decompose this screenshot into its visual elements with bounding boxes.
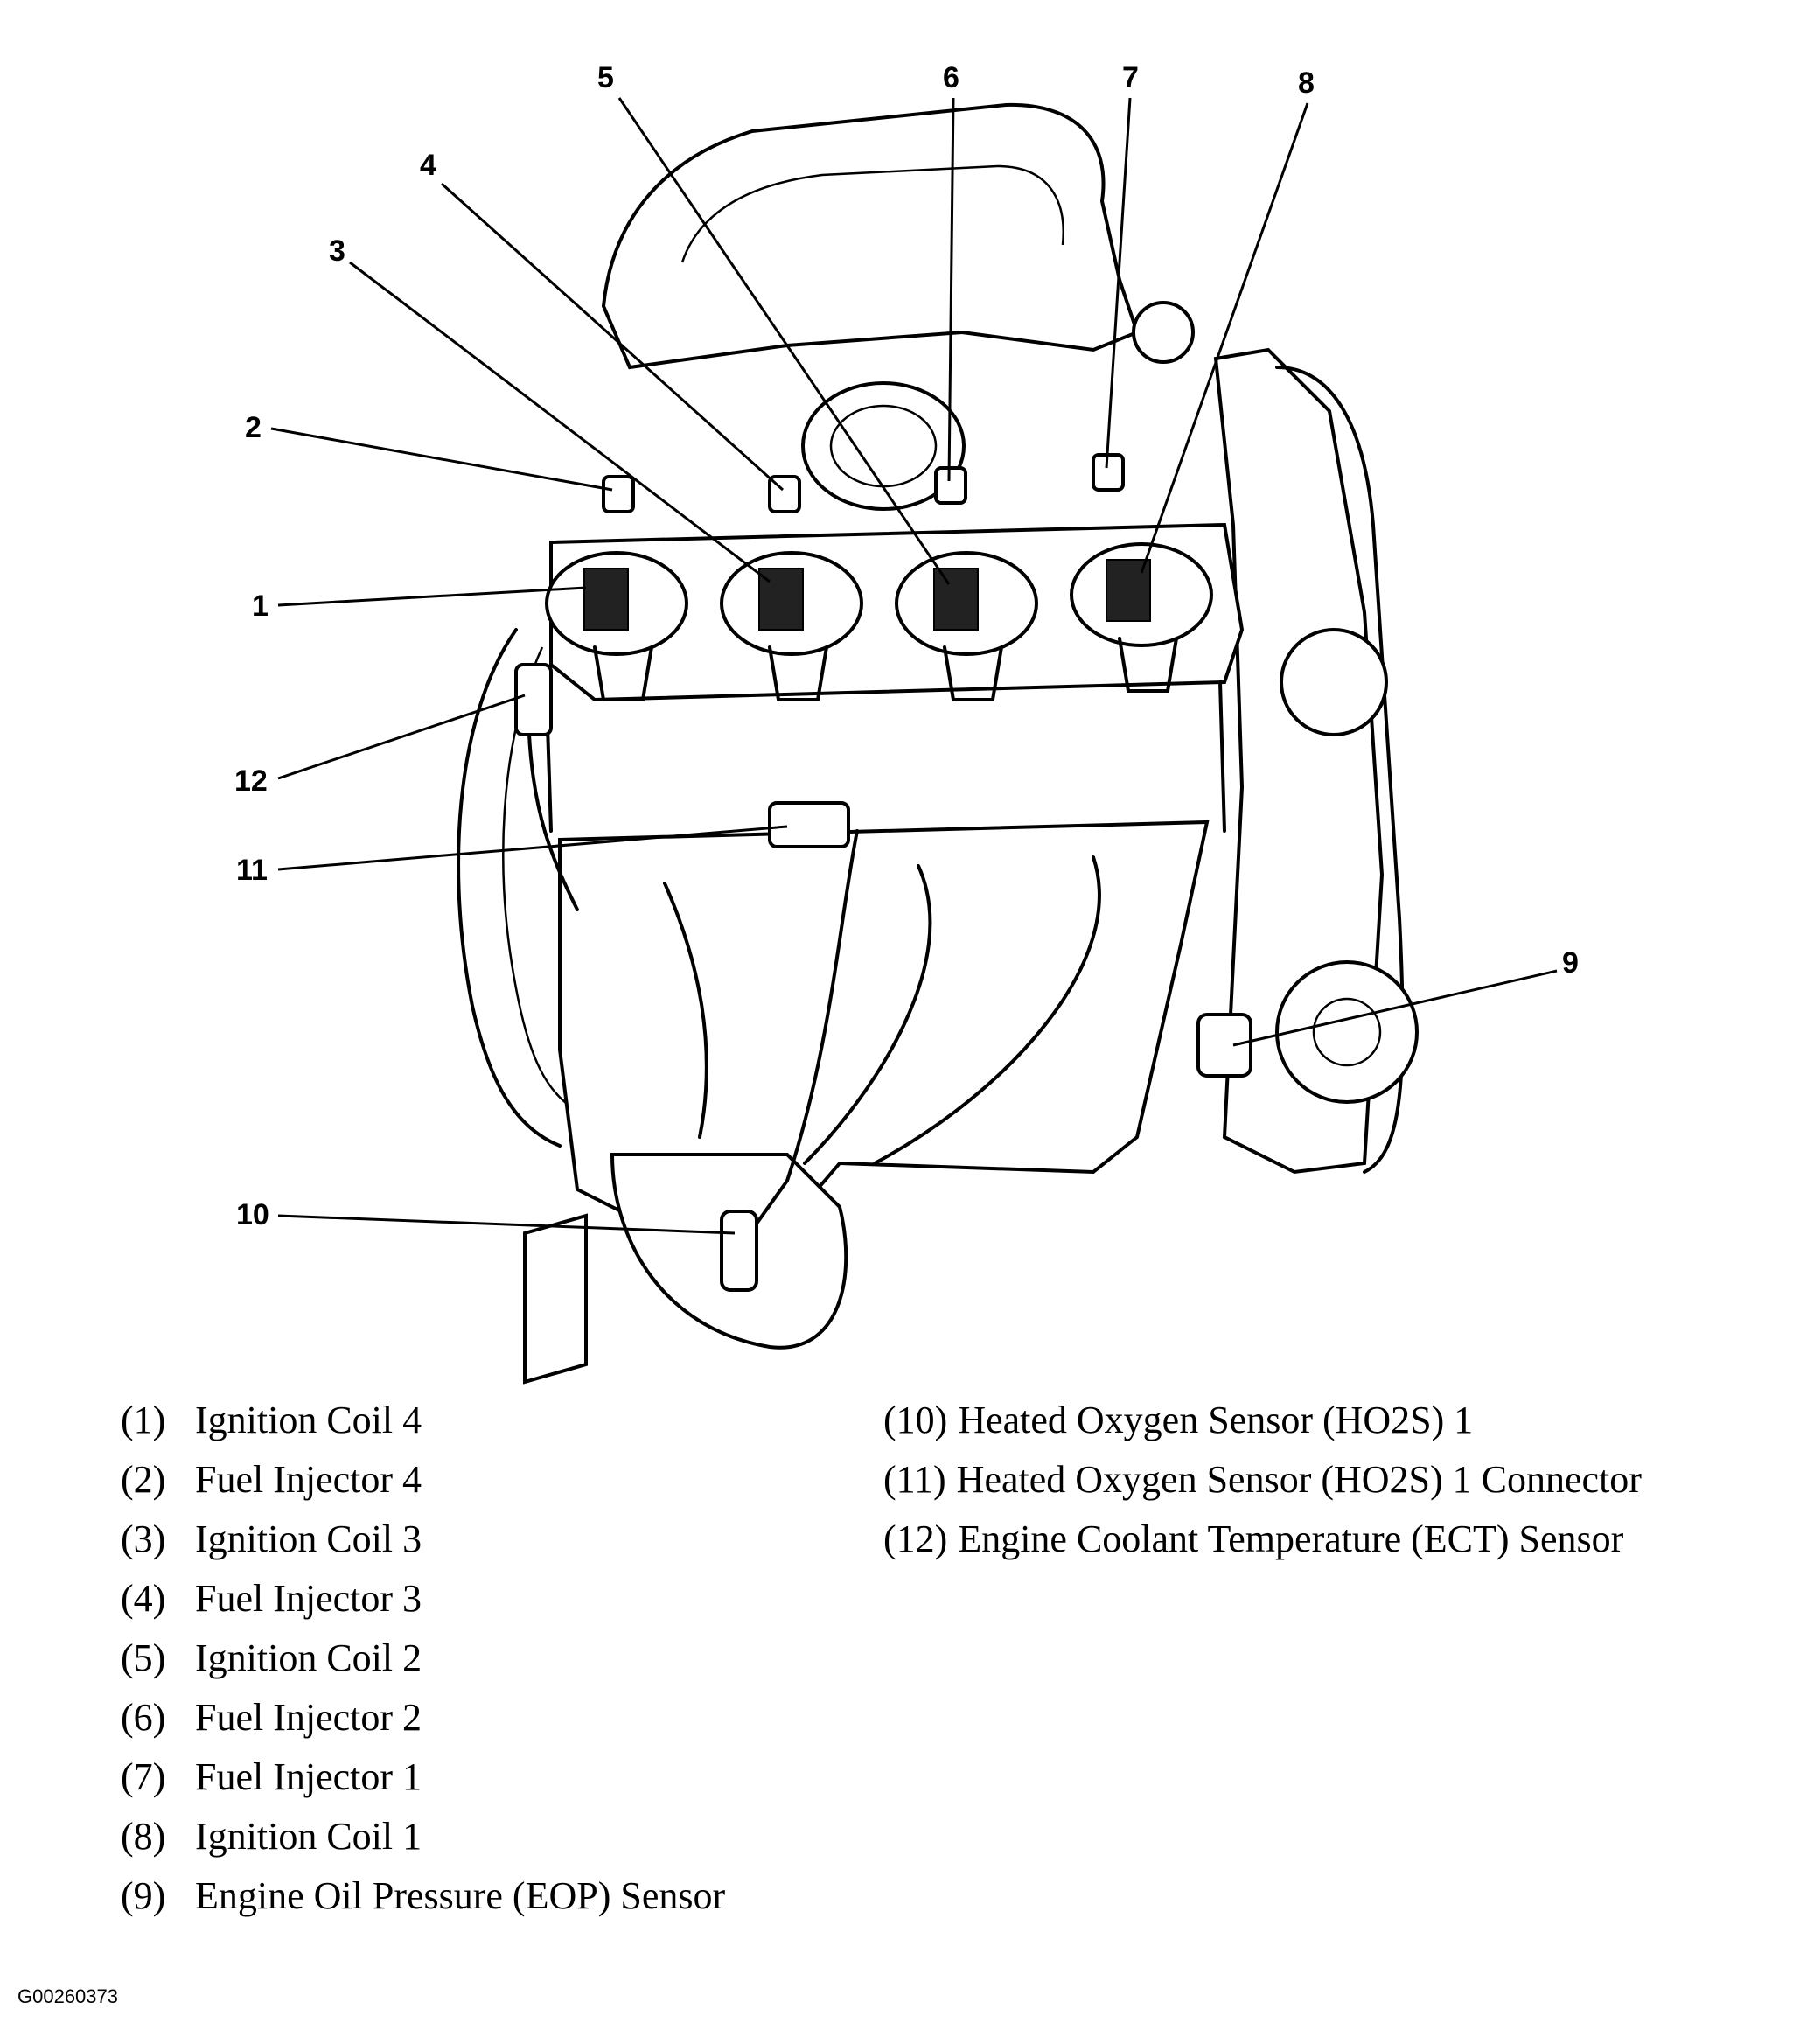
legend-number: (10) xyxy=(883,1399,948,1441)
callout-2: 2 xyxy=(245,411,262,444)
legend-item-11: (11)Heated Oxygen Sensor (HO2S) 1 Connec… xyxy=(883,1450,1642,1510)
legend-number: (6) xyxy=(121,1696,166,1739)
leader-line-9 xyxy=(1232,969,1558,1047)
legend-label: Fuel Injector 2 xyxy=(195,1696,422,1739)
cylinder-block xyxy=(545,680,1226,833)
legend-item-2: (2) Fuel Injector 4 xyxy=(121,1450,725,1510)
legend-number: (8) xyxy=(121,1815,166,1858)
ignition-coil-2 xyxy=(895,551,1038,701)
leader-line-1 xyxy=(277,586,587,607)
legend-item-4: (4) Fuel Injector 3 xyxy=(121,1569,725,1629)
ho2s-connector-body xyxy=(768,801,850,848)
legend-label: Heated Oxygen Sensor (HO2S) 1 xyxy=(958,1399,1474,1441)
legend-item-1: (1) Ignition Coil 4 xyxy=(121,1391,725,1450)
legend-item-3: (3) Ignition Coil 3 xyxy=(121,1510,725,1569)
leader-line-7 xyxy=(1105,97,1132,469)
legend-label: Fuel Injector 3 xyxy=(195,1577,422,1620)
legend-label: Ignition Coil 1 xyxy=(195,1815,422,1858)
legend-label: Fuel Injector 4 xyxy=(195,1458,422,1501)
ect-sensor-body xyxy=(514,663,553,736)
legend-number: (7) xyxy=(121,1755,166,1798)
legend-label: Fuel Injector 1 xyxy=(195,1755,422,1798)
legend-number: (4) xyxy=(121,1577,166,1620)
callout-8: 8 xyxy=(1298,66,1315,100)
fuel-pressure-regulator xyxy=(1132,301,1195,364)
eop-sensor-body xyxy=(1196,1013,1252,1078)
ect-harness xyxy=(527,733,579,911)
callout-10: 10 xyxy=(236,1198,269,1231)
callout-7: 7 xyxy=(1122,61,1139,94)
legend-label: Engine Coolant Temperature (ECT) Sensor xyxy=(958,1517,1624,1560)
ignition-coil-3 xyxy=(720,551,863,701)
legend-number: (3) xyxy=(121,1517,166,1560)
callout-numbers: 1 2 3 4 5 6 7 8 9 10 11 12 xyxy=(234,61,1579,1231)
crank-pulley xyxy=(1275,960,1419,1104)
engine-illustration xyxy=(457,102,1419,1385)
legend-label: Ignition Coil 2 xyxy=(195,1636,422,1679)
crank-pulley-hub xyxy=(1312,997,1382,1067)
leader-line-4 xyxy=(440,182,785,492)
leader-line-6 xyxy=(947,97,955,482)
legend-right-column: (10)Heated Oxygen Sensor (HO2S) 1 (11)He… xyxy=(883,1391,1642,1569)
leader-lines xyxy=(270,97,1558,1235)
legend-label: Ignition Coil 3 xyxy=(195,1517,422,1560)
legend-left-column: (1) Ignition Coil 4 (2) Fuel Injector 4 (3… xyxy=(121,1391,725,1926)
legend-label: Engine Oil Pressure (EOP) Sensor xyxy=(195,1874,726,1917)
legend-label: Heated Oxygen Sensor (HO2S) 1 Connector xyxy=(956,1458,1642,1501)
legend-number: (9) xyxy=(121,1874,166,1917)
pulley-upper xyxy=(1280,628,1388,736)
leader-line-12 xyxy=(277,694,526,780)
callout-1: 1 xyxy=(252,589,269,623)
intake-manifold xyxy=(601,102,1140,370)
leader-line-5 xyxy=(617,97,951,585)
legend-item-7: (7) Fuel Injector 1 xyxy=(121,1748,725,1807)
legend-item-10: (10)Heated Oxygen Sensor (HO2S) 1 xyxy=(883,1391,1642,1450)
legend-number: (11) xyxy=(883,1458,946,1501)
callout-5: 5 xyxy=(597,61,614,94)
leader-line-11 xyxy=(277,825,788,871)
legend-item-12: (12)Engine Coolant Temperature (ECT) Sen… xyxy=(883,1510,1642,1569)
leader-line-3 xyxy=(349,261,771,583)
ignition-coil-1 xyxy=(1070,542,1213,693)
legend-item-5: (5) Ignition Coil 2 xyxy=(121,1629,725,1688)
legend-number: (12) xyxy=(883,1517,948,1560)
callout-9: 9 xyxy=(1562,946,1579,980)
ignition-coils xyxy=(545,542,1213,701)
fuel-injector-4-body xyxy=(602,475,635,513)
legend-item-6: (6) Fuel Injector 2 xyxy=(121,1688,725,1748)
leader-line-2 xyxy=(270,427,613,492)
exhaust-flange xyxy=(523,1213,588,1385)
accessory-belt xyxy=(1275,366,1405,1174)
leader-line-8 xyxy=(1140,102,1309,574)
legend-number: (1) xyxy=(121,1399,166,1441)
legend-number: (2) xyxy=(121,1458,166,1501)
legend-label: Ignition Coil 4 xyxy=(195,1399,422,1441)
callout-12: 12 xyxy=(234,764,268,798)
ho2s-wire xyxy=(742,829,859,1244)
ignition-coil-4 xyxy=(545,551,688,701)
exhaust-runner-2 xyxy=(873,855,1101,1165)
callout-11: 11 xyxy=(236,854,268,887)
legend-item-8: (8) Ignition Coil 1 xyxy=(121,1807,725,1866)
legend-item-9: (9) Engine Oil Pressure (EOP) Sensor xyxy=(121,1866,725,1926)
callout-3: 3 xyxy=(329,234,345,268)
throttle-body xyxy=(801,381,966,511)
intake-cover-detail xyxy=(680,164,1064,263)
callout-4: 4 xyxy=(420,149,436,182)
callout-6: 6 xyxy=(943,61,959,94)
ho2s-body xyxy=(720,1210,758,1292)
figure-id: G00260373 xyxy=(17,1985,118,2007)
exhaust-runner-1 xyxy=(803,864,932,1165)
exhaust-runner-3 xyxy=(663,882,708,1139)
leader-line-10 xyxy=(277,1214,736,1235)
exhaust-manifold xyxy=(558,820,1210,1245)
legend-number: (5) xyxy=(121,1636,166,1679)
fuel-injector-2-body xyxy=(934,466,967,505)
